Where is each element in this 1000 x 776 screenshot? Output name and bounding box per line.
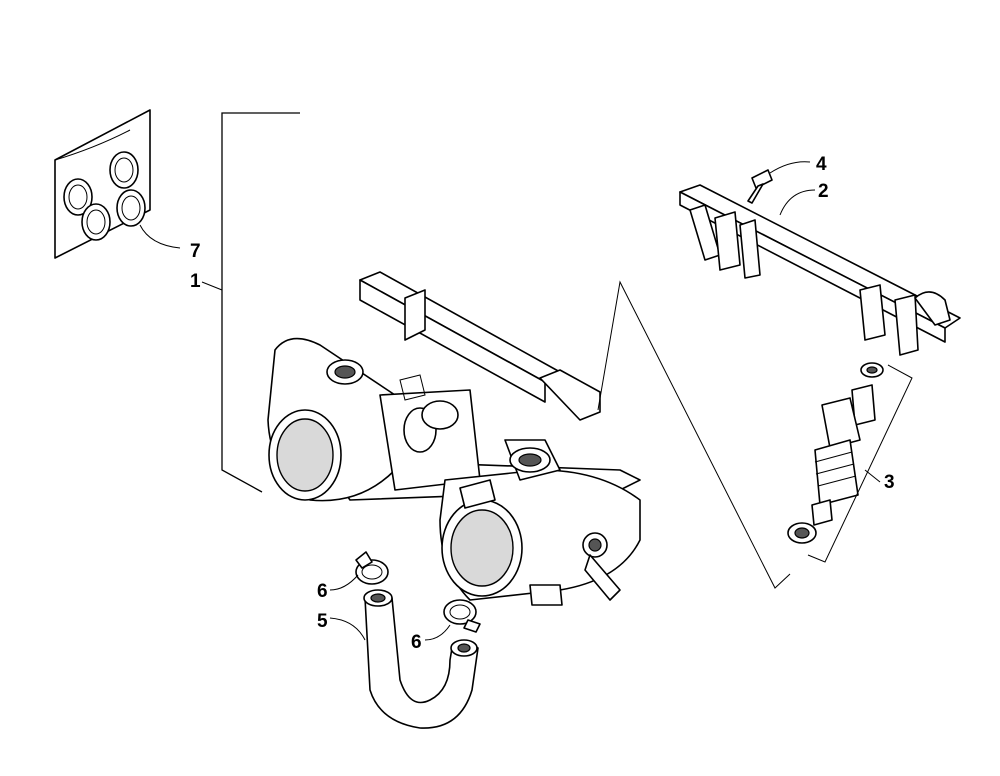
callout-2: 2 [818, 181, 829, 202]
callout-4: 4 [816, 154, 827, 175]
fuel-rail [679, 184, 961, 356]
callout-5: 5 [317, 611, 328, 632]
injector-bracket [807, 364, 913, 563]
fuel-rail-leader-lines [597, 280, 791, 589]
hose-clamp-upper [355, 551, 389, 585]
hose [363, 589, 479, 729]
callout-6-upper: 6 [317, 581, 328, 602]
hose-clamp-lower [443, 599, 481, 633]
callout-leaders [139, 189, 881, 641]
callout-1: 1 [190, 271, 201, 292]
throttle-body-assembly [267, 271, 641, 606]
callout-3: 3 [884, 472, 895, 493]
fuel-injector [787, 362, 884, 544]
screw [747, 161, 811, 204]
callout-6-lower: 6 [411, 632, 422, 653]
oring-kit-bag [54, 109, 151, 259]
assembly-bracket [221, 112, 300, 493]
callout-7: 7 [190, 241, 201, 262]
